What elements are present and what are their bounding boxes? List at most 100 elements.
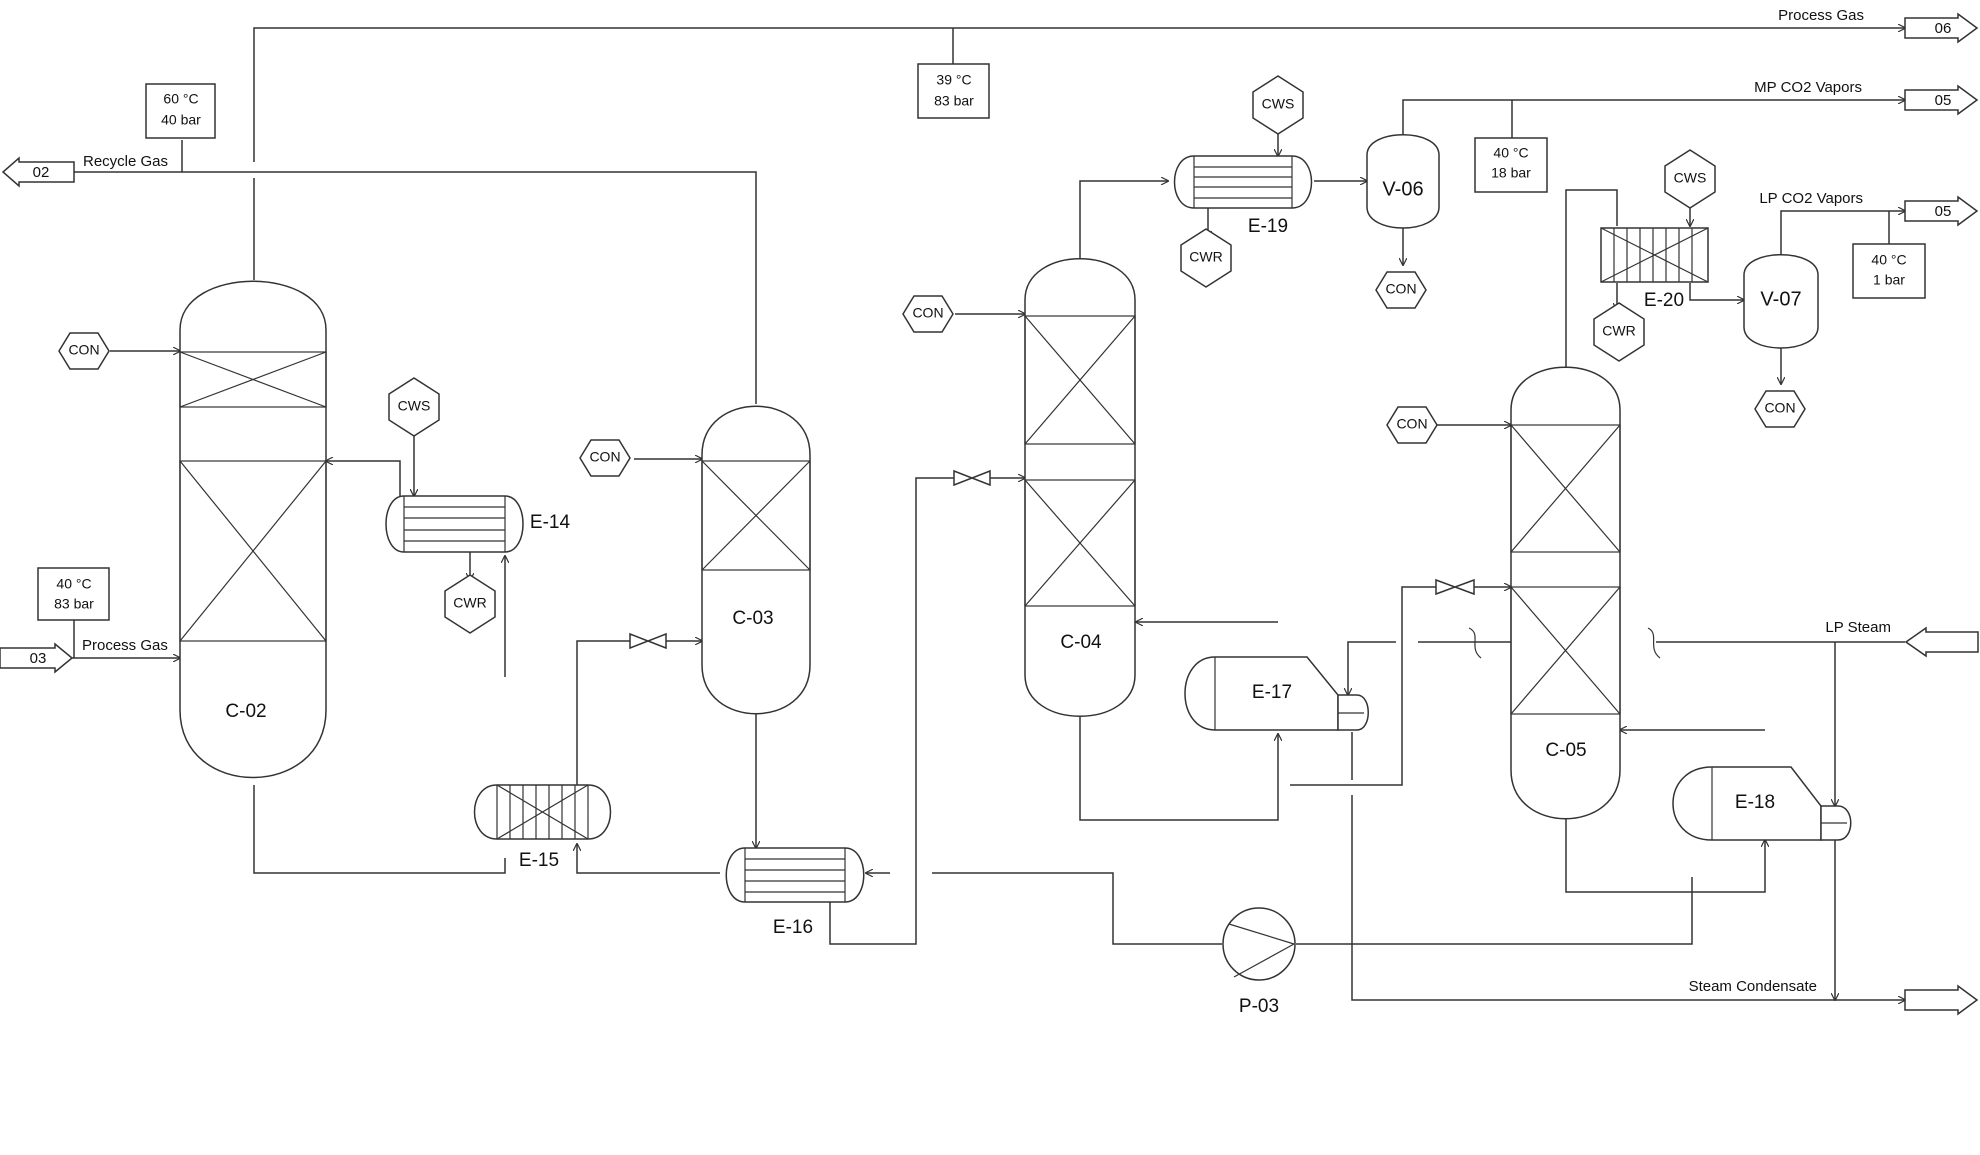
exchanger-e14: E-14 — [385, 495, 570, 553]
condition-tag-5: 40 °C 1 bar — [1852, 243, 1926, 299]
column-c02: C-02 — [179, 280, 327, 779]
line-p03-e16-a — [932, 872, 1222, 945]
valve-c05-feed — [1435, 578, 1475, 596]
condition-tags: 60 °C 40 bar 39 °C 83 bar 40 °C 83 bar 4… — [37, 63, 1926, 621]
line-c02-bottom — [253, 785, 506, 874]
line-process-gas-out — [253, 28, 1905, 162]
pump-p03: P-03 — [1222, 907, 1296, 1017]
condition-4-press: 18 bar — [1491, 165, 1531, 181]
condition-1-press: 40 bar — [161, 112, 201, 128]
valve-c04-feed — [953, 469, 991, 487]
svg-text:CWS: CWS — [1262, 96, 1295, 112]
condition-2-press: 83 bar — [934, 93, 974, 109]
svg-text:CON: CON — [912, 305, 943, 321]
svg-text:CWR: CWR — [1189, 249, 1222, 265]
utility-tags: CON CON CON CON CON CON CWS CWR — [58, 75, 1806, 634]
e18-label: E-18 — [1735, 792, 1775, 813]
line-recycle-gas — [74, 171, 757, 404]
condition-3-temp: 40 °C — [56, 576, 91, 592]
line-mp-co2 — [1402, 100, 1905, 136]
stream-06-label: Process Gas — [1778, 7, 1864, 24]
line-lp-co2 — [1780, 211, 1905, 256]
line-p03-suction — [1296, 877, 1693, 945]
svg-text:CON: CON — [1385, 281, 1416, 297]
con-tag-c03: CON — [579, 439, 631, 477]
svg-text:CWR: CWR — [1602, 323, 1635, 339]
e20-label: E-20 — [1644, 290, 1684, 311]
c03-label: C-03 — [732, 608, 773, 629]
con-tag-c02: CON — [58, 332, 110, 370]
stream-02-label: Recycle Gas — [83, 153, 168, 170]
con-tag-v07: CON — [1754, 390, 1806, 428]
line-e16-c04-a — [829, 477, 954, 945]
condition-4-temp: 40 °C — [1493, 145, 1528, 161]
column-c03: C-03 — [701, 405, 811, 715]
cws-tag-e19: CWS — [1252, 75, 1304, 135]
cwr-tag-e20: CWR — [1593, 302, 1645, 362]
condition-tag-2: 39 °C 83 bar — [917, 63, 990, 119]
svg-text:CWS: CWS — [398, 398, 431, 414]
column-c05: C-05 — [1510, 366, 1621, 820]
line-e16-e15 — [577, 844, 720, 874]
con-tag-c04: CON — [902, 295, 954, 333]
v06-label: V-06 — [1382, 178, 1423, 200]
stream-06-number: 06 — [1935, 20, 1952, 37]
lp-steam-label: LP Steam — [1825, 619, 1891, 636]
exchanger-e19: E-19 — [1173, 155, 1313, 237]
p03-label: P-03 — [1239, 996, 1279, 1017]
line-c04-e19 — [1079, 181, 1168, 262]
condition-tag-3: 40 °C 83 bar — [37, 567, 110, 621]
svg-text:CON: CON — [1764, 400, 1795, 416]
condition-5-press: 1 bar — [1873, 272, 1905, 288]
exchanger-e20: E-20 — [1600, 227, 1709, 311]
column-c04: C-04 — [1024, 258, 1136, 717]
svg-text:CWS: CWS — [1674, 170, 1707, 186]
stream-03-label: Process Gas — [82, 637, 168, 654]
e19-label: E-19 — [1248, 216, 1288, 237]
line-c04-e17 — [1079, 712, 1278, 821]
line-break-symbols — [1468, 627, 1661, 659]
c02-label: C-02 — [225, 701, 266, 722]
piping-lines — [72, 28, 1905, 1000]
cwr-tag-e19: CWR — [1180, 228, 1232, 288]
condition-tag-1: 60 °C 40 bar — [145, 83, 216, 139]
stream-03: 03 Process Gas — [0, 637, 168, 674]
svg-text:CON: CON — [589, 449, 620, 465]
stream-lp-steam: LP Steam — [1825, 619, 1979, 658]
valve-c03-feed — [629, 632, 667, 650]
stream-05-mp-label: MP CO2 Vapors — [1754, 79, 1862, 96]
line-c05-e20 — [1565, 189, 1618, 370]
e17-label: E-17 — [1252, 682, 1292, 703]
vessel-v07: V-07 — [1743, 254, 1819, 349]
condition-5-temp: 40 °C — [1871, 252, 1906, 268]
stream-condensate: Steam Condensate — [1689, 978, 1979, 1016]
stream-05-lp-number: 05 — [1935, 203, 1952, 220]
steam-condensate-label: Steam Condensate — [1689, 978, 1817, 995]
line-e15-c03-a — [576, 640, 630, 790]
condition-3-press: 83 bar — [54, 596, 94, 612]
con-tag-v06: CON — [1375, 271, 1427, 309]
line-steam-e17 — [1348, 641, 1396, 695]
cws-tag-e14: CWS — [388, 377, 440, 437]
reboiler-e17: E-17 — [1184, 656, 1369, 731]
line-e20-v07 — [1689, 283, 1744, 300]
line-break-2 — [1647, 627, 1661, 659]
condition-tag-4: 40 °C 18 bar — [1474, 137, 1548, 193]
condition-2-temp: 39 °C — [936, 72, 971, 88]
svg-text:CWR: CWR — [453, 595, 486, 611]
vessel-v06: V-06 — [1366, 134, 1440, 229]
stream-05-lp: 05 LP CO2 Vapors — [1759, 190, 1979, 227]
line-cond — [1351, 795, 1905, 1000]
svg-text:CON: CON — [1396, 416, 1427, 432]
exchanger-e15: E-15 — [473, 784, 612, 871]
stream-03-number: 03 — [30, 650, 47, 667]
v07-label: V-07 — [1760, 288, 1801, 310]
stream-05-mp-number: 05 — [1935, 92, 1952, 109]
svg-text:CON: CON — [68, 342, 99, 358]
stream-arrows: 06 Process Gas 05 MP CO2 Vapors 05 LP CO… — [0, 7, 1979, 1016]
e16-label: E-16 — [773, 917, 813, 938]
c04-label: C-04 — [1060, 632, 1102, 653]
stream-02-number: 02 — [33, 164, 50, 181]
condition-1-temp: 60 °C — [163, 91, 198, 107]
